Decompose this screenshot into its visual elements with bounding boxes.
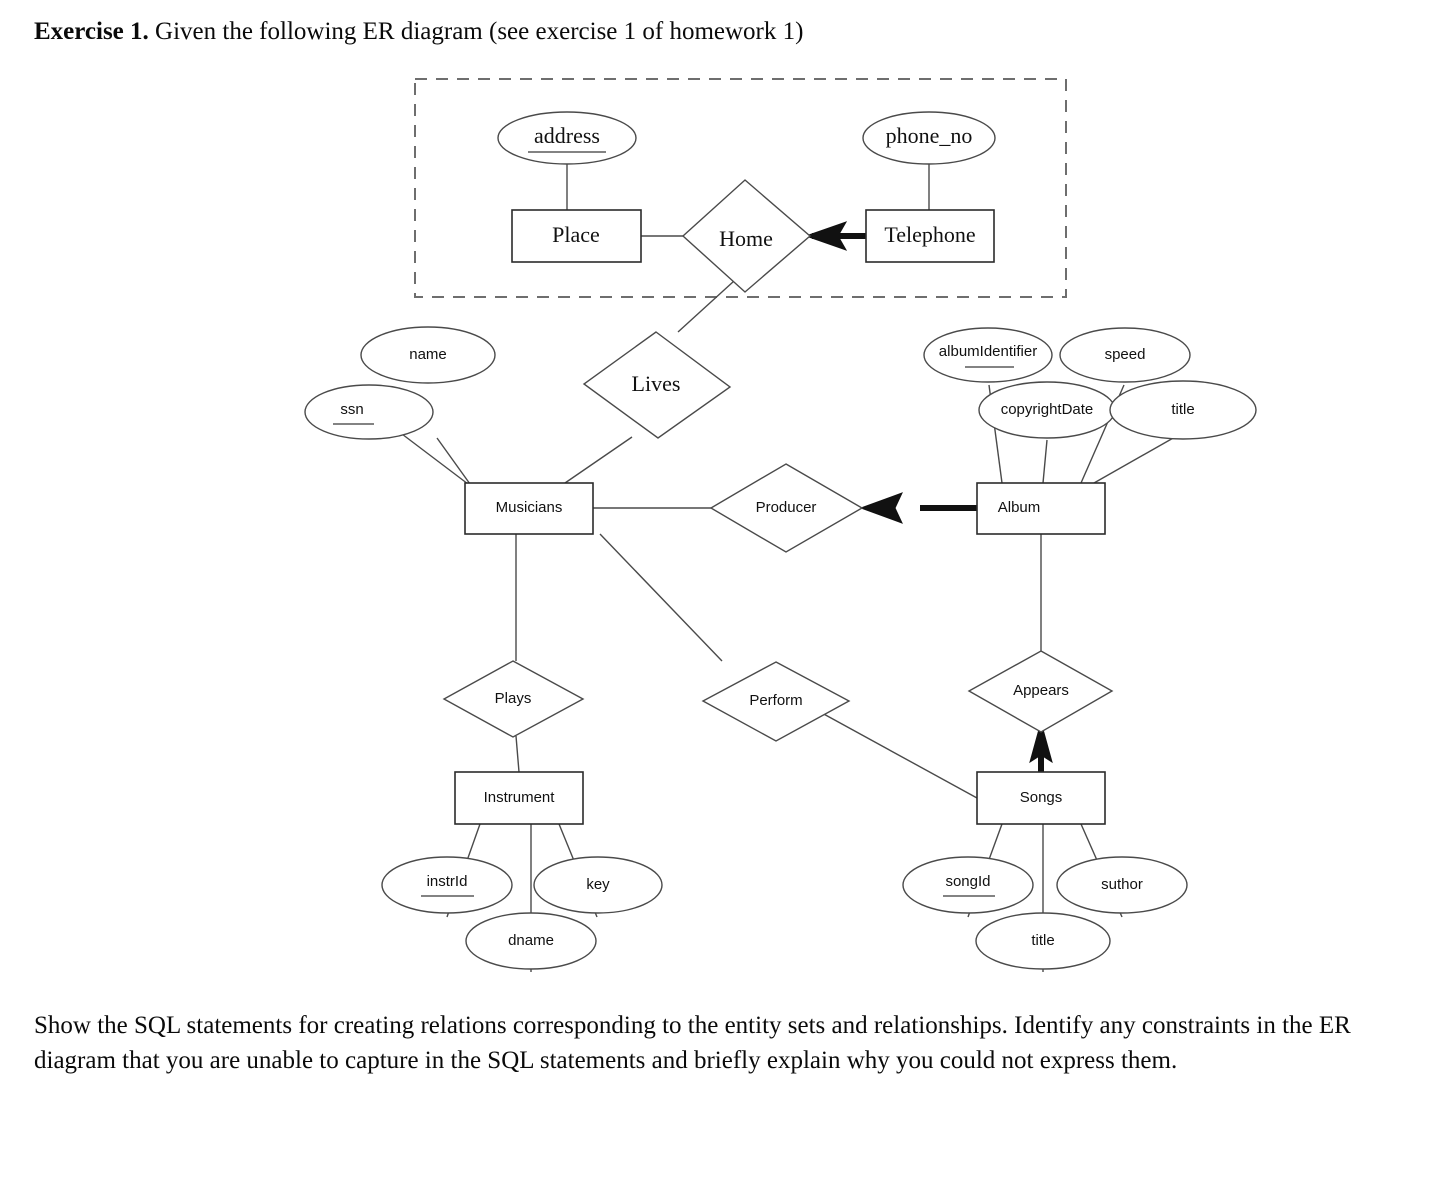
relationship-home-label: Home (719, 226, 773, 251)
exercise-label: Exercise 1. (34, 18, 149, 45)
attribute-song-title[interactable]: title (975, 912, 1111, 970)
edge-plays-instrument (515, 735, 520, 773)
entity-musicians[interactable]: Musicians (464, 482, 594, 535)
attribute-ssn[interactable]: ssn (304, 384, 434, 440)
arrowhead-telephone-home (804, 221, 848, 251)
relationship-plays[interactable]: Plays (442, 660, 585, 738)
relationship-plays-label: Plays (495, 690, 532, 707)
attribute-speed-label: speed (1105, 346, 1146, 363)
edge-perform-songs (799, 700, 978, 799)
attribute-speed[interactable]: speed (1059, 327, 1191, 383)
relationship-perform-label: Perform (749, 692, 802, 709)
relationship-appears[interactable]: Appears (967, 650, 1114, 733)
relationship-home[interactable]: Home (681, 179, 812, 293)
attribute-name-label: name (409, 346, 447, 363)
exercise-prompt: Given the following ER diagram (see exer… (148, 18, 804, 45)
edge-lives-musicians (564, 436, 633, 484)
attribute-album-title[interactable]: title (1109, 380, 1257, 440)
relationship-lives-label: Lives (632, 371, 681, 396)
attribute-instrId[interactable]: instrId (381, 856, 513, 914)
entity-songs[interactable]: Songs (976, 771, 1106, 825)
relationship-producer-label: Producer (756, 499, 817, 516)
attribute-phone_no[interactable]: phone_no (862, 111, 996, 165)
attribute-name[interactable]: name (360, 326, 496, 384)
entity-songs-label: Songs (1020, 789, 1063, 806)
relationship-producer[interactable]: Producer (709, 463, 864, 553)
entity-musicians-label: Musicians (496, 499, 563, 516)
attribute-phone_no-label: phone_no (886, 123, 973, 148)
attribute-songId-label: songId (945, 873, 990, 890)
attribute-copyrightDate-label: copyrightDate (1001, 401, 1094, 418)
attribute-address[interactable]: address (497, 111, 637, 165)
arrowhead-album-producer (859, 492, 903, 524)
attribute-albumIdentifier[interactable]: albumIdentifier (923, 327, 1053, 383)
attribute-instrument-key-label: key (586, 876, 610, 893)
er-diagram: address phone_no name ssn albumIdentifie… (304, 78, 1257, 972)
closing-paragraph: Show the SQL statements for creating rel… (34, 1012, 1351, 1074)
entity-telephone-label: Telephone (884, 222, 975, 247)
relationship-appears-label: Appears (1013, 682, 1069, 699)
attribute-address-label: address (534, 123, 600, 148)
attribute-ssn-label: ssn (340, 401, 363, 418)
edge-title-album (1093, 436, 1176, 484)
entity-place-label: Place (552, 222, 600, 247)
exercise-heading: Exercise 1. Given the following ER diagr… (34, 14, 1374, 49)
weak-entity-dashed-box (414, 78, 1067, 298)
attribute-albumIdentifier-label: albumIdentifier (939, 343, 1037, 360)
entity-instrument-label: Instrument (484, 789, 556, 806)
attribute-suthor-label: suthor (1101, 876, 1143, 893)
edge-musicians-perform (599, 533, 723, 662)
relationship-lives[interactable]: Lives (582, 331, 732, 439)
edge-ssn-musicians (397, 430, 469, 485)
attribute-dname-label: dname (508, 932, 554, 949)
attribute-song-title-label: title (1031, 932, 1054, 949)
entity-telephone[interactable]: Telephone (865, 209, 995, 263)
arrowhead-songs-appears (1029, 720, 1053, 764)
attribute-instrument-key[interactable]: key (533, 856, 663, 914)
attribute-dname[interactable]: dname (465, 912, 597, 970)
entity-album[interactable]: Album (976, 482, 1106, 535)
attribute-instrId-label: instrId (427, 873, 468, 890)
attribute-songId[interactable]: songId (902, 856, 1034, 914)
relationship-perform[interactable]: Perform (701, 661, 851, 742)
edge-copyrightdate-album (1042, 439, 1048, 484)
attribute-copyrightDate[interactable]: copyrightDate (978, 381, 1116, 439)
edge-name-musicians (436, 437, 471, 485)
entity-place[interactable]: Place (511, 209, 642, 263)
entity-instrument[interactable]: Instrument (454, 771, 584, 825)
attribute-suthor[interactable]: suthor (1056, 856, 1188, 914)
attribute-album-title-label: title (1171, 401, 1194, 418)
entity-album-label: Album (998, 499, 1041, 516)
